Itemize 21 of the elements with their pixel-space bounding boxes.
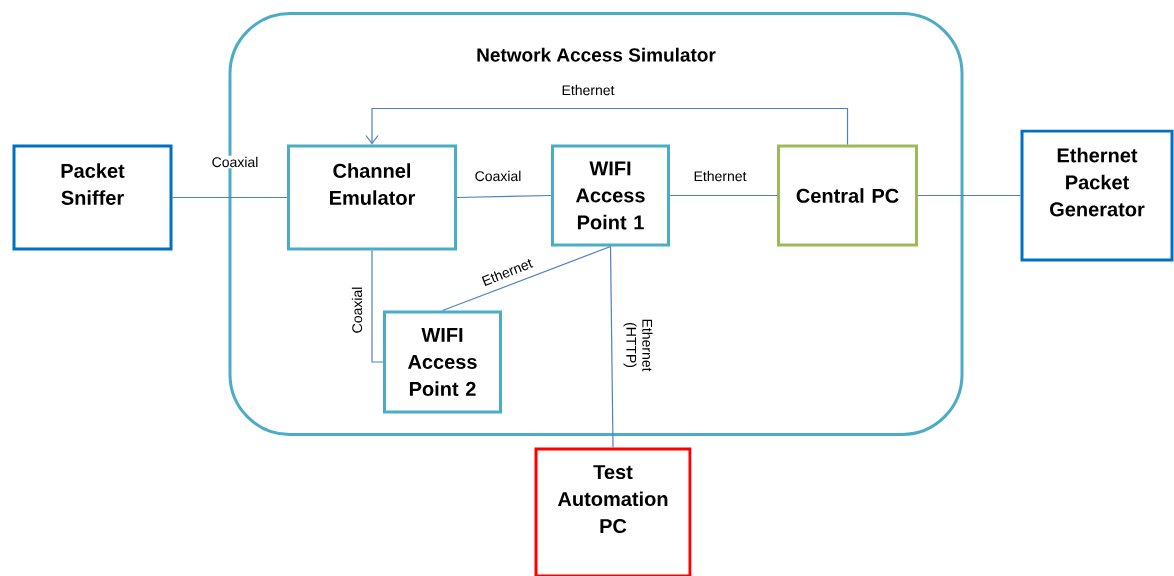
connector-line: [456, 194, 552, 199]
edge-label: Ethernet: [560, 83, 616, 97]
edge-label: Coaxial: [210, 155, 260, 169]
connector-line: [609, 245, 614, 449]
arrow: [365, 107, 849, 146]
process-box: Ethernet Packet Generator: [1020, 129, 1174, 262]
connector-line: [371, 249, 384, 363]
edge-label: Coaxial: [473, 169, 523, 183]
process-box: Test Automation PC: [534, 447, 692, 576]
connector-line: [171, 196, 288, 199]
process-box: WIFI Access Point 2: [383, 310, 502, 414]
connector-line: [441, 245, 612, 312]
connector-line: [669, 194, 778, 197]
edge-label: Coaxial: [350, 285, 364, 335]
process-box: WIFI Access Point 1: [551, 144, 670, 247]
edge-label: Ethernet: [692, 169, 748, 183]
edge-label: Ethernet (HTTP): [622, 309, 654, 381]
process-box: Channel Emulator: [287, 144, 457, 251]
connector-line: [917, 194, 1022, 197]
process-box: Packet Sniffer: [12, 144, 173, 251]
process-box: Central PC: [777, 144, 918, 247]
